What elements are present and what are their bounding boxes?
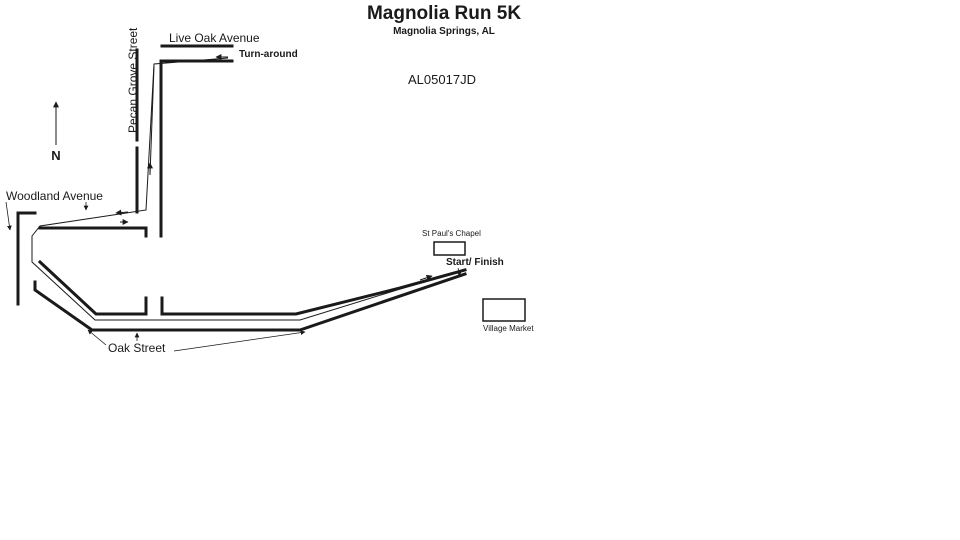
- street-label-oak: Oak Street: [108, 341, 166, 355]
- north-label: N: [51, 148, 60, 163]
- course-code: AL05017JD: [408, 72, 476, 87]
- label-leaders: [5, 201, 462, 352]
- street-label-live-oak: Live Oak Avenue: [169, 31, 260, 45]
- map-title: Magnolia Run 5K: [367, 3, 521, 24]
- map-subtitle: Magnolia Springs, AL: [393, 26, 495, 37]
- start-finish-label: Start/ Finish: [446, 257, 504, 268]
- chapel-label: St Paul's Chapel: [422, 229, 481, 238]
- street-edges: [16, 44, 467, 332]
- course-direction-arrows: [115, 54, 433, 281]
- course-route: [31, 57, 456, 321]
- street-label-woodland: Woodland Avenue: [6, 189, 103, 203]
- street-label-pecan-grove: Pecan Grove Street: [126, 27, 140, 133]
- market-building: [482, 298, 526, 322]
- chapel-building: [433, 241, 466, 256]
- turnaround-label: Turn-around: [239, 49, 298, 60]
- market-label: Village Market: [483, 324, 534, 333]
